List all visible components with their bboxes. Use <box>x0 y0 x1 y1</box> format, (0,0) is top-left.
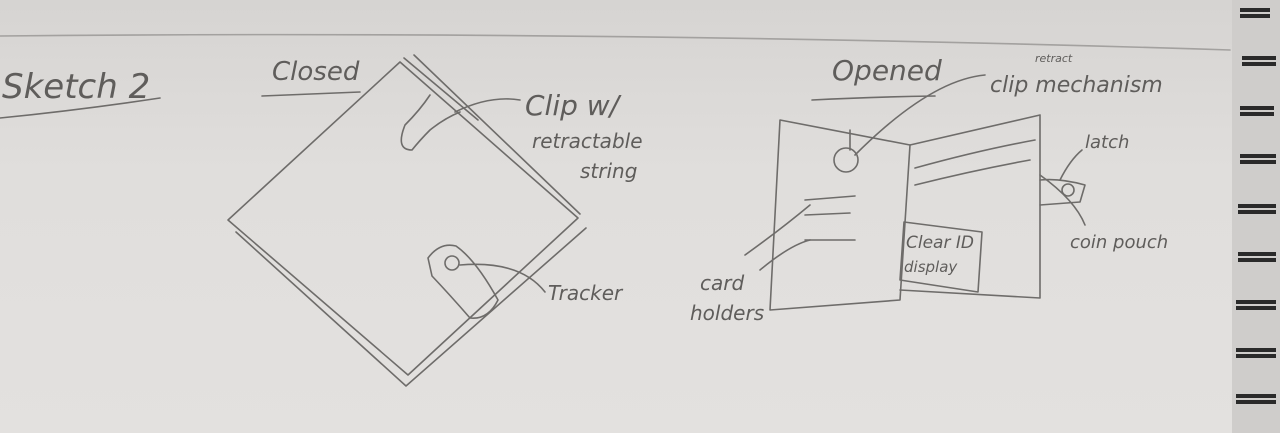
clear-id-window <box>899 221 983 293</box>
clear-id-label-1: Clear ID <box>906 233 974 253</box>
closed-heading: Closed <box>272 57 360 87</box>
latch-leader <box>1059 149 1083 181</box>
clip-label-2: retractable <box>532 129 643 153</box>
clip-shape <box>400 94 461 151</box>
closed-underline <box>261 91 361 97</box>
card-holder-leaders <box>744 204 811 271</box>
retract-label: retract <box>1035 52 1073 65</box>
sketch-title: Sketch 2 <box>2 67 150 107</box>
title-underline <box>0 97 161 119</box>
clip-mechanism-leader <box>854 74 986 156</box>
coin-pouch-label: coin pouch <box>1070 232 1168 253</box>
tracker-shape <box>427 244 499 319</box>
page-edge-line <box>0 33 1231 51</box>
card-holders-label-2: holders <box>690 301 764 325</box>
latch-label: latch <box>1085 132 1129 153</box>
closed-wallet <box>227 54 587 387</box>
opened-underline <box>811 95 936 101</box>
spiral-binding <box>1232 0 1280 433</box>
tracker-leader <box>459 263 546 293</box>
tracker-label: Tracker <box>548 281 624 305</box>
card-holders-label-1: card <box>700 271 744 295</box>
clip-label-1: Clip w/ <box>525 89 622 122</box>
clear-id-label-2: display <box>904 258 958 276</box>
clip-leader <box>454 98 521 113</box>
clip-label-3: string <box>580 159 637 183</box>
opened-wallet <box>769 114 1086 311</box>
opened-heading: Opened <box>832 54 942 87</box>
coin-pouch-leader <box>1039 174 1086 226</box>
clip-mechanism-label: clip mechanism <box>990 73 1163 98</box>
